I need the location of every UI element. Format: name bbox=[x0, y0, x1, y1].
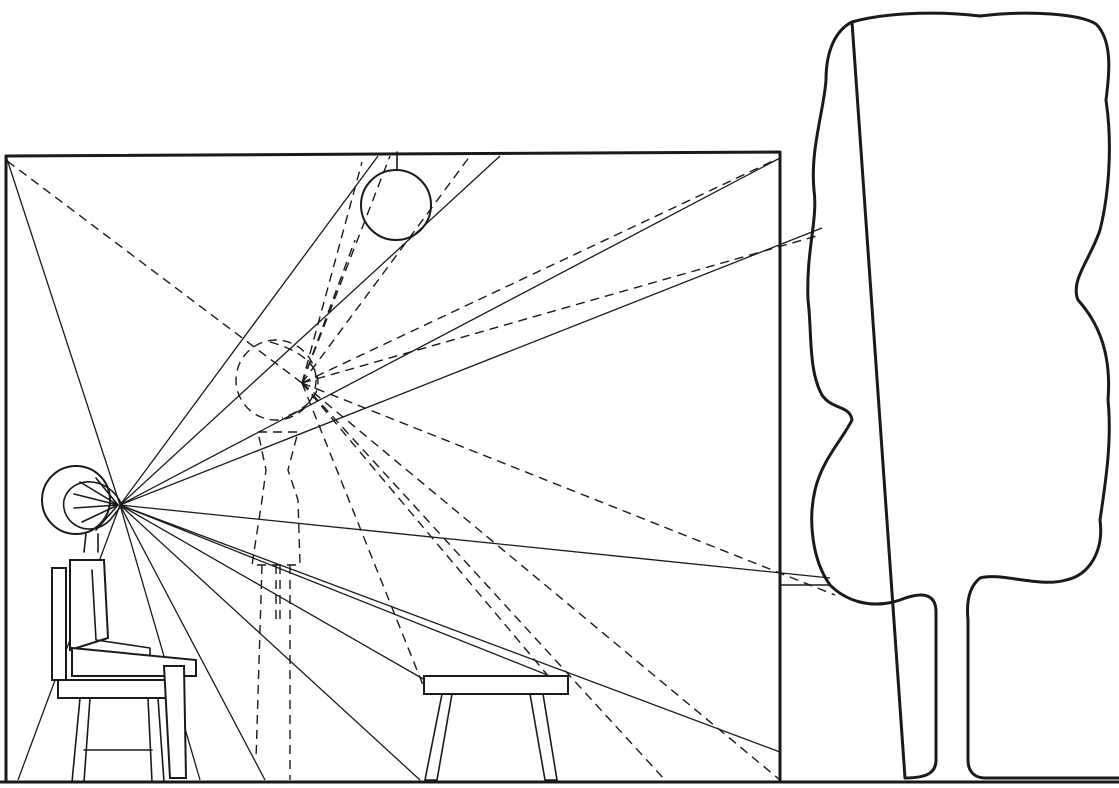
sight-lines-solid bbox=[5, 155, 831, 781]
tree bbox=[806, 11, 1119, 780]
chair bbox=[51, 567, 167, 783]
sight-lines-dashed bbox=[5, 155, 836, 781]
room-outline bbox=[4, 150, 831, 782]
seated-observer bbox=[41, 465, 197, 779]
ceiling-lamp bbox=[360, 151, 432, 241]
standing-figure-dashed bbox=[235, 339, 319, 780]
table bbox=[423, 675, 569, 781]
